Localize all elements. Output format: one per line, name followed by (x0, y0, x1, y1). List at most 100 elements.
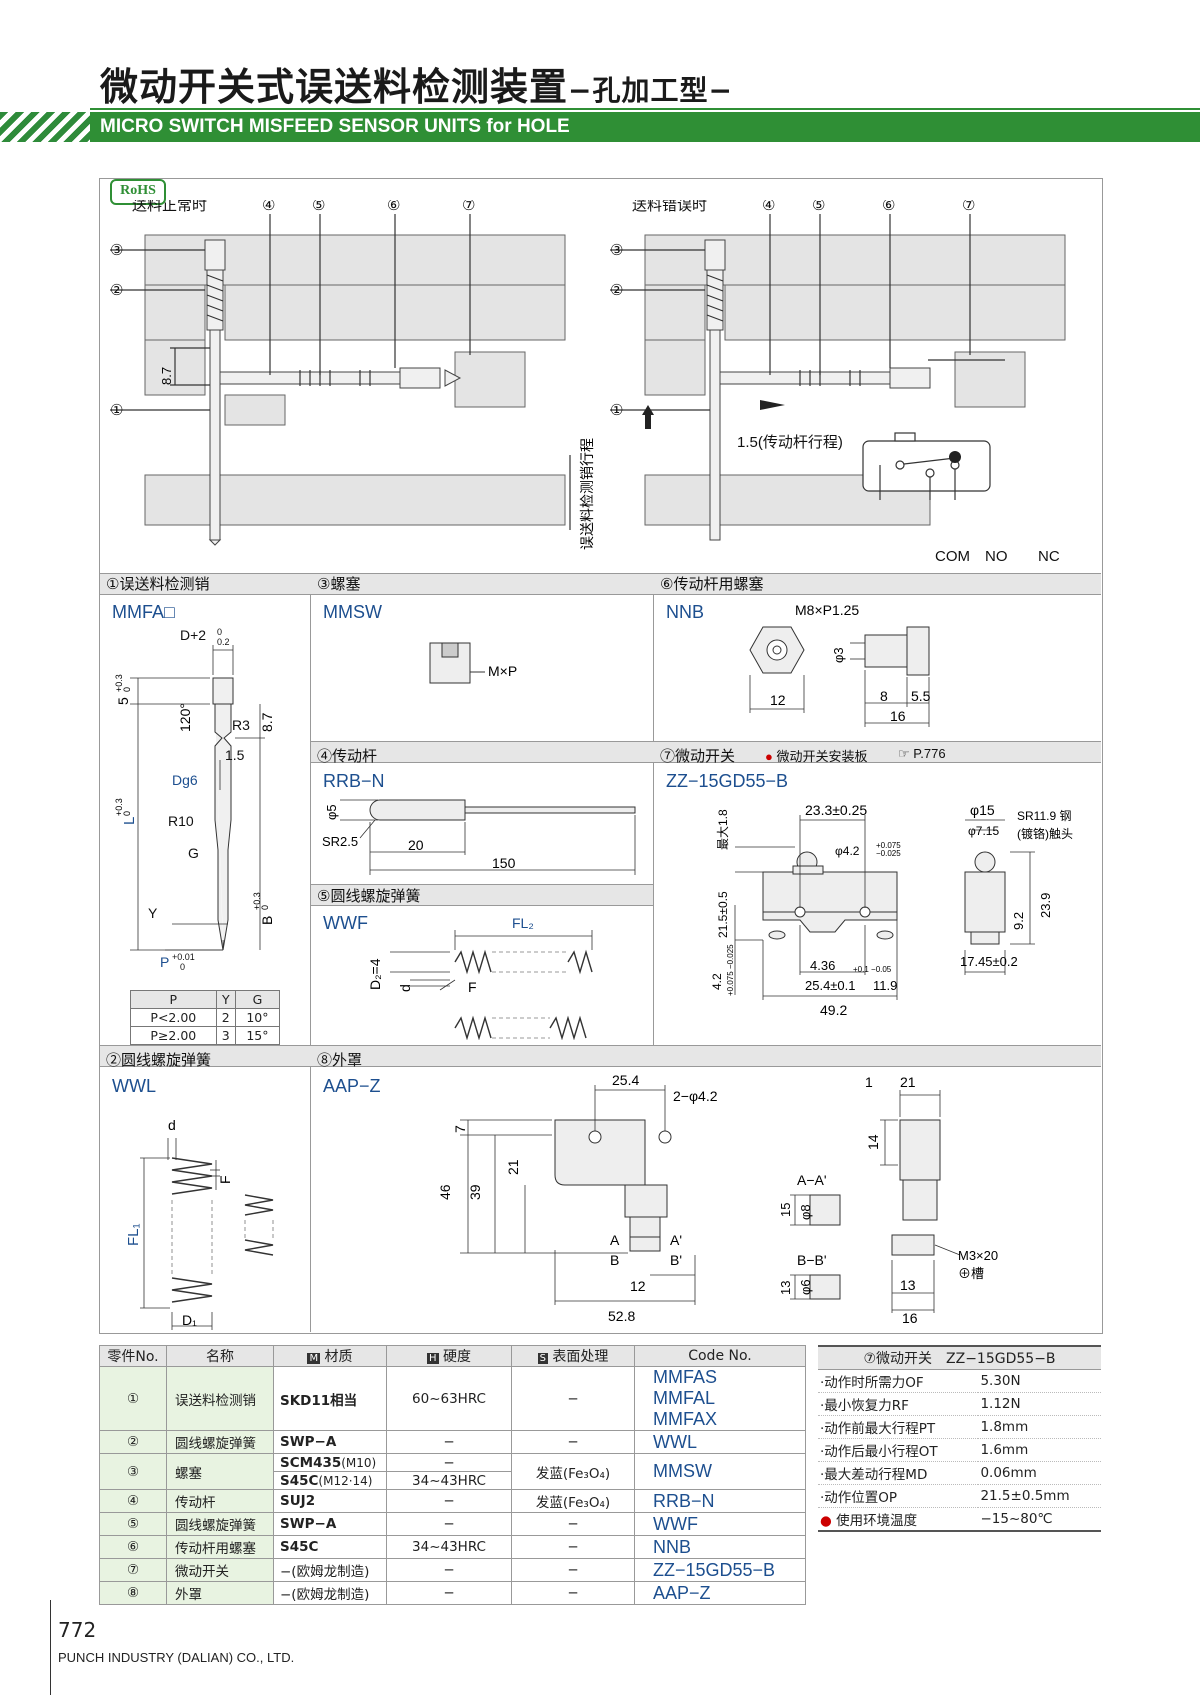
drawing-panel (99, 178, 1103, 1334)
aap-w1: 1 (865, 1075, 873, 1090)
th-surface: S 表面处理 (511, 1345, 635, 1367)
mmfa-b-tol-dn: 0 (260, 905, 270, 910)
term-no: NO (985, 548, 1008, 565)
wwl-fl1: FL₁ (125, 1223, 142, 1246)
wwf-drawing: FL₂ F D₂=4 d (367, 915, 593, 1040)
s7-page-ref: ☞ P.776 (898, 746, 946, 761)
mmsw-mp: M×P (488, 663, 517, 679)
code-link-mmfas[interactable]: MMFAS (634, 1366, 806, 1388)
zz-w1745: 17.45±0.2 (960, 954, 1018, 969)
footer-rule (50, 1600, 51, 1695)
code-link-rrb[interactable]: RRB−N (634, 1489, 806, 1513)
section-title-s7: ⑦微动开关 (660, 748, 736, 765)
code-link-mmfax[interactable]: MMFAX (634, 1409, 806, 1431)
wwl-f: F (217, 1175, 233, 1184)
mmfa-angle: 120° (177, 703, 193, 732)
table-row: ⑥ 传动杆用螺塞 S45C 34~43HRC − NNB (99, 1535, 806, 1559)
mmfa-dg6: Dg6 (172, 772, 198, 788)
nnb-w55: 5.5 (911, 688, 931, 704)
table-row: ● 使用环境温度−15~80℃ (818, 1507, 1101, 1532)
pyg-r2-y: 3 (215, 1026, 236, 1045)
rrb-l20: 20 (408, 837, 424, 853)
zz-hole: φ4.2 (835, 844, 860, 858)
aap-b: B (610, 1252, 619, 1268)
mmfa-y: Y (148, 905, 158, 921)
parts-table: 零件No. 名称 M 材质 H 硬度 S 表面处理 Code No. ① 误送料… (99, 1345, 806, 1605)
pyg-table: P Y G P<2.00 2 10° P≥2.00 3 15° (130, 990, 281, 1045)
rohs-badge: RoHS (110, 179, 166, 205)
zz-switch-drawing: 23.3±0.25 φ4.2 +0.075 −0.025 4.36 +0.1 −… (710, 802, 1073, 1018)
code-link-zz[interactable]: ZZ−15GD55−B (634, 1558, 806, 1582)
zz-w436: 4.36 (810, 958, 835, 973)
wwl-d: d (168, 1117, 176, 1133)
aap-h39: 39 (467, 1184, 483, 1200)
section-title-s5: ⑤圆线螺旋弹簧 (311, 884, 653, 906)
mmfa-w15: 1.5 (225, 747, 245, 763)
code-link-mmfal[interactable]: MMFAL (634, 1388, 806, 1409)
callout-5-left: ⑤ (312, 200, 325, 214)
th-hardness: H 硬度 (386, 1345, 512, 1367)
callout-4-left: ④ (262, 200, 275, 214)
code-link-mmsw[interactable]: MMSW (634, 1453, 806, 1490)
mmfa-d-tol-up: 0 (217, 627, 222, 637)
aap-aa: A−A' (797, 1172, 827, 1188)
wwf-d2: D₂=4 (367, 958, 383, 990)
mmfa-five-tol-dn: 0 (122, 687, 132, 692)
company-name: PUNCH INDUSTRY (DALIAN) CO., LTD. (58, 1650, 295, 1665)
s7-note: ● 微动开关安装板 (765, 749, 868, 764)
zz-h239: 23.9 (1038, 893, 1053, 918)
code-link-aap[interactable]: AAP−Z (634, 1581, 806, 1605)
aap-d8: φ8 (798, 1204, 813, 1220)
zz-sr119b: (镀铬)触头 (1017, 826, 1073, 841)
left-caption: 送料正常时 (132, 200, 207, 214)
code-link-nnb[interactable]: NNB (634, 1535, 806, 1559)
code-rrb: RRB−N (323, 771, 385, 791)
zz-d15: φ15 (970, 802, 995, 818)
aap-m3: M3×20 (958, 1248, 998, 1263)
page-number: 772 (58, 1618, 97, 1642)
mmfa-drawing: D+2 0 0.2 R3 1.5 Dg6 R10 G Y P +0.01 0 5… (114, 627, 275, 972)
rrb-drawing: SR2.5 20 150 φ5 (322, 799, 636, 875)
callout-3-left: ③ (110, 242, 123, 259)
rrb-l150: 150 (492, 855, 516, 871)
code-link-wwl[interactable]: WWL (634, 1430, 806, 1454)
callout-6-left: ⑥ (387, 200, 400, 214)
zz-h42: 4.2 (710, 973, 724, 990)
aap-h46: 46 (437, 1184, 453, 1200)
mmsw-drawing: M×P (429, 642, 517, 684)
aap-w12: 12 (630, 1278, 646, 1294)
callout-1-left: ① (110, 402, 123, 419)
rrb-sr: SR2.5 (322, 834, 358, 849)
wwl-drawing: d D₁ F FL₁ (125, 1117, 274, 1330)
zz-d715: φ7.15 (968, 824, 999, 838)
nnb-w12: 12 (770, 692, 786, 708)
aap-h14: 14 (865, 1134, 881, 1150)
dim-8-7-top: 8.7 (159, 367, 174, 385)
zz-w436-tol: +0.1 −0.05 (853, 965, 892, 974)
callout-6-right: ⑥ (882, 200, 895, 214)
nnb-thread: M8×P1.25 (795, 605, 859, 618)
mmfa-d: D+2 (180, 627, 206, 643)
aap-w528: 52.8 (608, 1308, 635, 1324)
section-title-s1: ①误送料检测销 (106, 575, 210, 593)
zz-h92: 9.2 (1011, 912, 1026, 930)
aap-h7: 7 (452, 1125, 468, 1133)
callout-5-right: ⑤ (812, 200, 825, 214)
mmfa-l-tol-up: +0.3 (114, 798, 124, 816)
mmfa-l-tol-dn: 0 (122, 811, 132, 816)
mmfa-b: B (259, 916, 275, 925)
th-code: Code No. (634, 1345, 806, 1367)
zz-w119: 11.9 (873, 978, 897, 993)
code-link-wwf[interactable]: WWF (634, 1512, 806, 1536)
section-title-s2: ②圆线螺旋弹簧 (106, 1052, 212, 1069)
wwl-d1: D₁ (182, 1312, 197, 1328)
wwf-d: d (397, 984, 413, 992)
rrb-d5: φ5 (324, 804, 339, 820)
table-row: ① 误送料检测销 SKD11相当 60~63HRC − MMFAS (99, 1366, 806, 1431)
right-caption: 送料错误时 (632, 200, 707, 214)
zz-hole-tol-dn: −0.025 (876, 849, 901, 858)
